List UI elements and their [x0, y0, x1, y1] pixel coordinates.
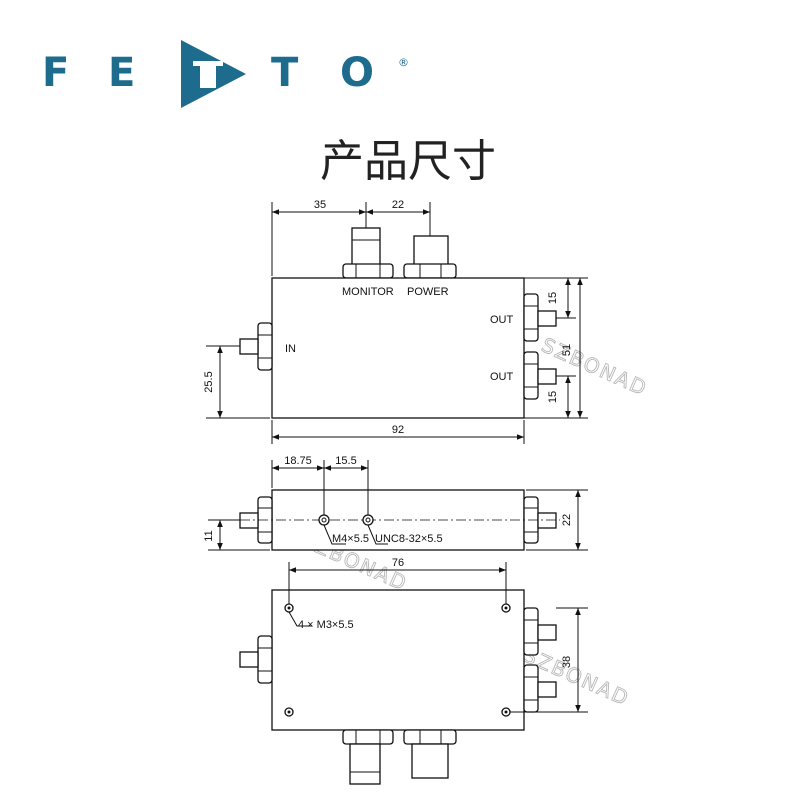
bottom-view: 4 × M3×5.5 76 38	[239, 557, 588, 785]
top-view: MONITOR POWER IN OUT OUT 35 22 92 25.5 1…	[203, 199, 588, 444]
dim-11: 11	[203, 530, 215, 541]
m4-hole	[318, 514, 330, 526]
power-connector	[403, 235, 457, 279]
in-label: IN	[285, 343, 296, 355]
in-connector	[239, 322, 273, 371]
out-label-1: OUT	[490, 314, 514, 326]
dim-15-bottom: 15	[547, 391, 559, 403]
dim-18-75: 18.75	[284, 455, 312, 467]
dim-15-top: 15	[547, 292, 559, 304]
enclosure-top	[271, 277, 525, 419]
dim-25-5: 25.5	[203, 371, 215, 392]
m4-label: M4×5.5	[332, 533, 369, 545]
out-label-2: OUT	[490, 371, 514, 383]
unc-label: UNC8-32×5.5	[375, 533, 443, 545]
registered-mark: ®	[398, 56, 409, 69]
dim-15-5: 15.5	[335, 455, 356, 467]
dim-22-side: 22	[561, 514, 573, 526]
dim-92: 92	[392, 424, 404, 436]
dim-35: 35	[314, 199, 326, 211]
logo-letter-e: E	[108, 50, 135, 96]
out-connector-2	[523, 351, 557, 400]
out-connector-1	[523, 293, 557, 342]
holes-label: 4 × M3×5.5	[298, 619, 354, 631]
dim-22: 22	[392, 199, 404, 211]
dim-76: 76	[392, 557, 404, 569]
femto-logo: F E T O ®	[42, 40, 409, 108]
dim-38: 38	[561, 656, 573, 668]
unc-hole	[362, 514, 374, 526]
watermark: SZBONAD	[538, 333, 652, 401]
monitor-label: MONITOR	[342, 286, 394, 298]
enclosure-bottom	[271, 589, 525, 731]
power-label: POWER	[407, 286, 449, 298]
dim-51: 51	[561, 344, 573, 356]
logo-letter-t: T	[271, 50, 299, 96]
logo-letter-o: O	[340, 50, 374, 96]
logo-letter-f: F	[42, 50, 69, 96]
monitor-connector	[342, 227, 394, 279]
side-view: M4×5.5 UNC8-32×5.5 18.75 15.5 11 22	[203, 455, 588, 551]
page-title: 产品尺寸	[320, 136, 496, 187]
